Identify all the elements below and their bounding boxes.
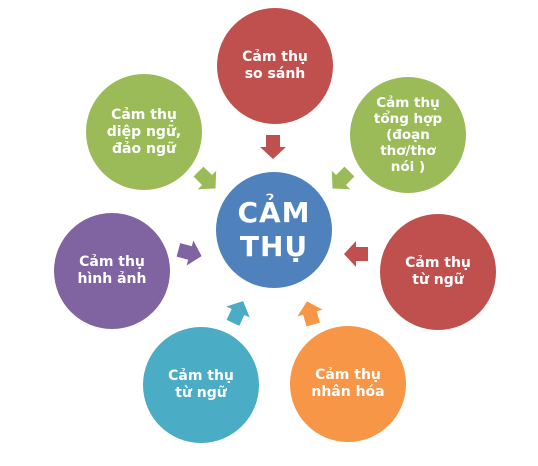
node-cam-thu-nhan-hoa: Cảm thụ nhân hóa (290, 326, 406, 442)
node-label-hinh-anh: Cảm thụ hình ảnh (77, 254, 147, 287)
node-cam-thu-so-sanh: Cảm thụ so sánh (217, 8, 333, 124)
node-cam-thu-tu-ngu-bottom: Cảm thụ từ ngữ (143, 327, 259, 443)
center-label: CẢM THỤ (237, 196, 311, 263)
node-label-tu-ngu-right: Cảm thụ từ ngữ (405, 255, 471, 288)
node-label-nhan-hoa: Cảm thụ nhân hóa (311, 367, 385, 400)
node-cam-thu-hinh-anh: Cảm thụ hình ảnh (54, 213, 170, 329)
arrow-top-left (193, 166, 217, 190)
center-node-cam-thu: CẢM THỤ (216, 172, 332, 288)
arrow-right (344, 241, 368, 267)
node-label-so-sanh: Cảm thụ so sánh (242, 49, 308, 82)
node-label-tu-ngu-bottom: Cảm thụ từ ngữ (168, 368, 234, 401)
arrow-top-right (331, 166, 355, 190)
arrow-left (176, 240, 202, 266)
node-label-tong-hop: Cảm thụ tổng hợp (đoạn thơ/thơ nói ) (373, 95, 443, 175)
node-cam-thu-tu-ngu-right: Cảm thụ từ ngữ (380, 214, 496, 330)
arrow-bottom-right (297, 301, 323, 327)
arrow-bottom-left (226, 301, 250, 326)
arrow-top (260, 135, 286, 159)
node-cam-thu-diep-ngu: Cảm thụ diệp ngữ, đảo ngữ (86, 74, 202, 190)
node-label-diep-ngu: Cảm thụ diệp ngữ, đảo ngữ (106, 106, 182, 157)
node-cam-thu-tong-hop: Cảm thụ tổng hợp (đoạn thơ/thơ nói ) (350, 77, 466, 193)
